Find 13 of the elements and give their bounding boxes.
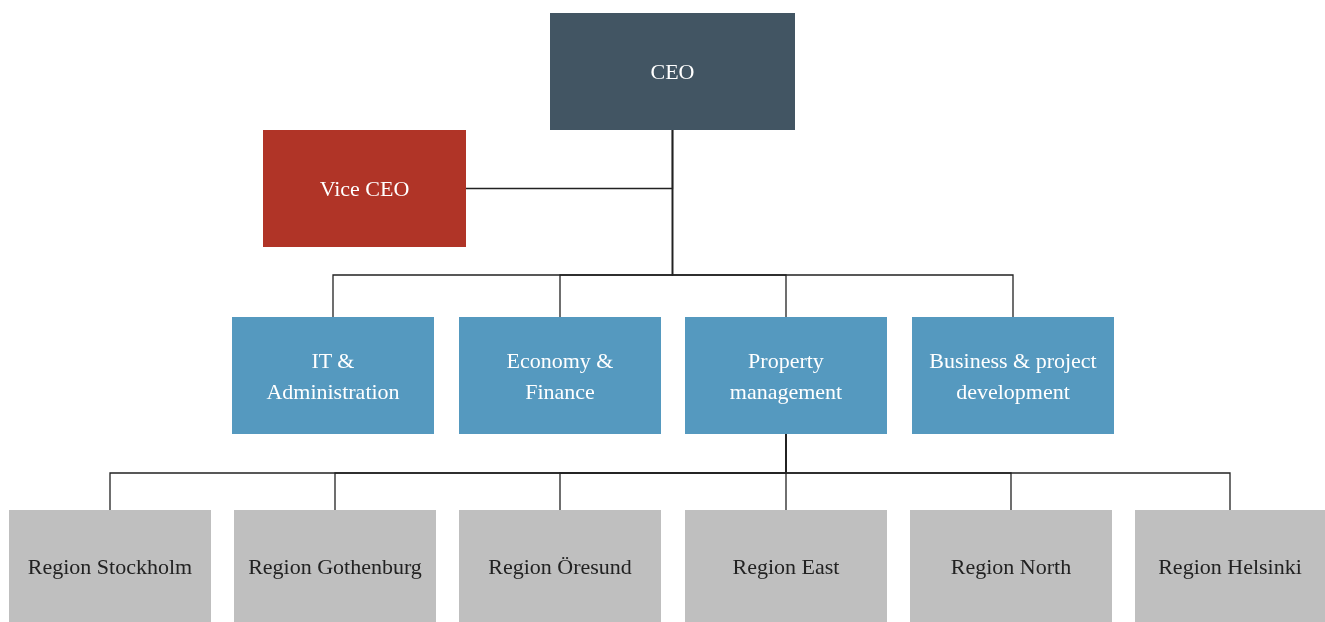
department-box: Economy & Finance: [459, 317, 661, 434]
region-box: Region Helsinki: [1135, 510, 1325, 622]
region-box: Region North: [910, 510, 1112, 622]
department-box: IT & Administration: [232, 317, 434, 434]
vice-ceo-box: Vice CEO: [263, 130, 466, 247]
department-box: Property management: [685, 317, 887, 434]
region-box: Region East: [685, 510, 887, 622]
department-box: Business & project development: [912, 317, 1114, 434]
region-box: Region Stockholm: [9, 510, 211, 622]
region-box: Region Gothenburg: [234, 510, 436, 622]
connector-line: [671, 129, 1014, 318]
ceo-box: CEO: [550, 13, 795, 130]
region-box: Region Öresund: [459, 510, 661, 622]
